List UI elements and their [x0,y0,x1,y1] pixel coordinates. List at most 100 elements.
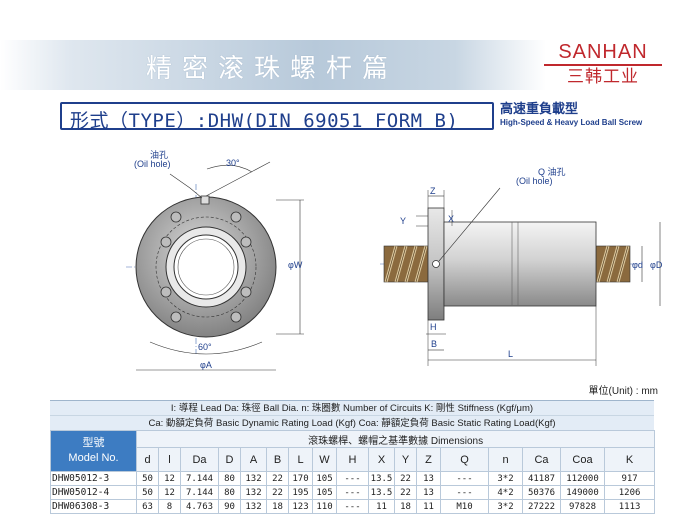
phi-d-label: φd [632,260,643,270]
table-cell: 50 [136,471,159,486]
table-cell: 50 [136,485,159,500]
table-cell: 105 [312,471,337,486]
table-cell: 41187 [522,471,561,486]
column-header: W [312,447,337,472]
table-cell: 80 [218,485,241,500]
table-cell: 22 [266,485,289,500]
y-dim-label: Y [400,216,407,226]
unit-label: 單位(Unit) : mm [588,386,658,397]
table-cell: 50376 [522,485,561,500]
legend-note-1: I: 導程 Lead Da: 珠徑 Ball Dia. n: 珠圈數 Numbe… [50,400,654,415]
column-header: A [240,447,267,472]
table-cell: 7.144 [180,471,219,486]
table-cell: --- [440,471,489,486]
brand-name-cn: 三韩工业 [567,67,639,87]
side-view [380,187,661,366]
table-cell: 90 [218,499,241,514]
type-subtitle-cn: 高速重負載型 [500,102,579,117]
phi-w-label: φW [288,260,303,270]
table-cell: 8 [158,499,181,514]
l-dim-label: L [508,349,514,359]
table-cell: 149000 [560,485,605,500]
x-dim-label: X [448,214,455,224]
column-header: n [488,447,523,472]
table-cell: 917 [603,471,656,486]
column-header: Ca [522,447,561,472]
page-title: 精密滚珠螺杆篇 [146,54,399,84]
dimensions-header: 滾珠螺桿、螺帽之基準數據 Dimensions [135,430,656,448]
column-header: L [288,447,313,472]
table-cell: 105 [312,485,337,500]
table-cell: 27222 [522,499,561,514]
table-cell: 195 [288,485,313,500]
table-row: DHW05012-4 50 12 7.144 80 132 22 195 105… [50,485,656,500]
q-oil-hole-label-en: (Oil hole) [516,176,553,186]
brand-divider [544,64,662,66]
table-cell: 22 [394,471,417,486]
table-cell: 4.763 [180,499,219,514]
h-dim-label: H [430,322,437,332]
table-cell: 18 [394,499,417,514]
column-header: Q [440,447,489,472]
table-cell: 63 [136,499,159,514]
table-cell: 132 [240,499,267,514]
phi-a-label: φA [200,360,212,370]
table-cell: --- [336,485,369,500]
table-cell-model: DHW05012-4 [50,485,137,500]
type-title-box: 形式（TYPE）:DHW(DIN 69051 FORM B) [60,102,494,132]
table-cell: 12 [158,485,181,500]
table-cell: 13 [416,471,441,486]
z-dim-label: Z [430,186,436,196]
column-header: l [158,447,181,472]
column-header: d [136,447,159,472]
dimension-table: 型號 Model No. 滾珠螺桿、螺帽之基準數據 Dimensions d l… [50,430,656,514]
table-cell: 22 [394,485,417,500]
table-cell: 7.144 [180,485,219,500]
type-title: 形式（TYPE）:DHW(DIN 69051 FORM B) [70,110,459,132]
table-row: DHW06308-3 63 8 4.763 90 132 18 123 110 … [50,499,656,514]
table-cell: 170 [288,471,313,486]
brand-name-en: SANHAN [558,41,648,63]
column-header: D [218,447,241,472]
type-subtitle-en: High-Speed & Heavy Load Ball Screw [500,118,643,127]
column-header: Coa [560,447,605,472]
brand-logo: SANHAN 三韩工业 [536,40,670,90]
table-cell: 80 [218,471,241,486]
column-header: B [266,447,289,472]
table-cell: 97828 [560,499,605,514]
b-dim-label: B [431,339,438,349]
column-header: H [336,447,369,472]
oil-hole-label-cn: 油孔 [150,150,169,160]
drawing-svg [126,161,661,371]
table-cell: 3*2 [488,471,523,486]
table-cell: 13.5 [368,471,395,486]
model-header: 型號 Model No. [50,430,137,472]
table-cell: 1113 [603,499,656,514]
column-header: Z [416,447,441,472]
table-cell-model: DHW06308-3 [50,499,137,514]
oil-hole-label-en: (Oil hole) [134,159,171,169]
table-cell: 11 [416,499,441,514]
dimension-table-wrap: I: 導程 Lead Da: 珠徑 Ball Dia. n: 珠圈數 Numbe… [50,400,656,514]
model-header-en: Model No. [68,452,119,464]
table-cell: 1206 [603,485,656,500]
table-cell: 12 [158,471,181,486]
column-header: Da [180,447,219,472]
type-subtitle: 高速重負載型 High-Speed & Heavy Load Ball Scre… [500,102,642,128]
table-cell: 132 [240,485,267,500]
technical-drawing: 油孔 (Oil hole) 30° φW 60° φA Q 油孔 (Oil ho… [0,134,700,380]
table-cell: 13 [416,485,441,500]
table-cell: 11 [368,499,395,514]
angle-30-label: 30° [226,158,240,168]
model-header-cn: 型號 [82,437,105,449]
front-view [126,161,304,371]
table-cell: --- [336,471,369,486]
table-cell: M10 [440,499,489,514]
table-cell: 3*2 [488,499,523,514]
table-cell: 13.5 [368,485,395,500]
column-header: Y [394,447,417,472]
table-cell: 132 [240,471,267,486]
page-header: 精密滚珠螺杆篇 SANHAN 三韩工业 [0,0,700,98]
table-cell-model: DHW05012-3 [50,471,137,486]
angle-60-label: 60° [198,342,212,352]
